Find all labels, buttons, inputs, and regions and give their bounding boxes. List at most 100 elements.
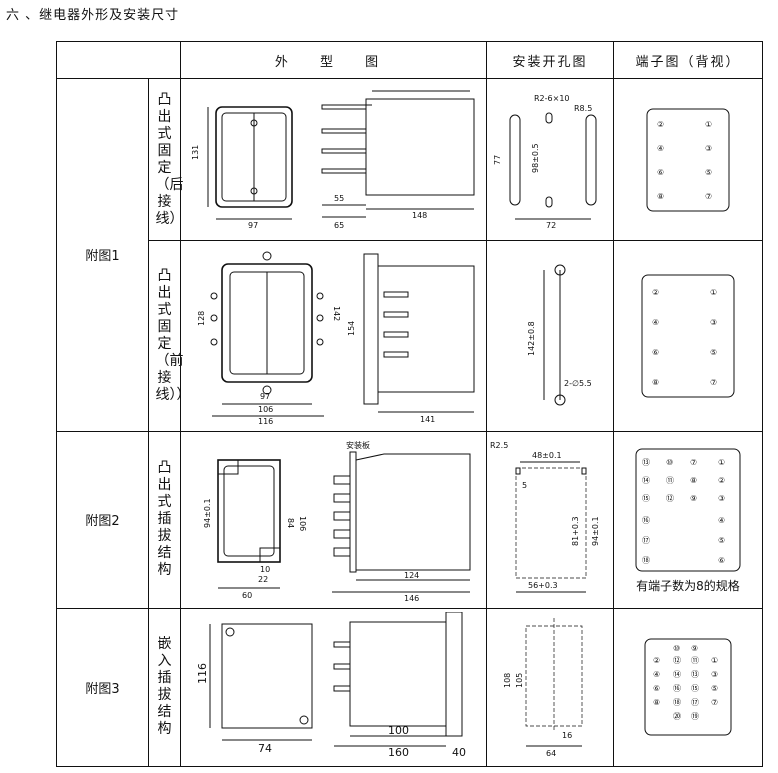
appearance-drawing: 128 142 97 106 116 154 141 (180, 240, 487, 432)
terminal-13: ⑬ (642, 458, 650, 467)
fig3-cut: 108 105 16 64 (503, 618, 583, 758)
dim-h3: 154 (347, 321, 356, 336)
terminal-1: ① (718, 458, 725, 467)
sub-label: 凸出式插拔结构 (157, 460, 172, 579)
dim-d2: 160 (388, 746, 409, 759)
fig1-rear-outline: 131 97 55 65 148 (191, 90, 474, 230)
terminal-16: ⑯ (673, 684, 681, 693)
dim-w: 74 (258, 742, 272, 755)
fig1-rear-cut: R2-6×10 R8.5 77 98±0.5 72 (493, 94, 597, 230)
dim-cut-v1: 81+0.3 (571, 516, 580, 546)
dim-cut-h1: 108 (503, 673, 512, 688)
terminal-4: ④ (657, 144, 664, 153)
row-fig2: 附图2 凸出式插拔结构 94±0.1 84 106 10 22 60 安装板 (56, 430, 763, 609)
terminal-6: ⑥ (652, 348, 659, 357)
terminal-10: ⑩ (673, 644, 680, 653)
terminal-1: ① (711, 656, 718, 665)
terminal-14: ⑭ (673, 670, 681, 679)
terminal-11: ⑪ (691, 656, 699, 665)
fig2-outline: 94±0.1 84 106 10 22 60 安装板 124 146 (203, 440, 470, 603)
terminal-18: ⑱ (642, 556, 650, 565)
terminal-5: ⑤ (710, 348, 717, 357)
terminal-2: ② (718, 476, 725, 485)
dim-w1: 10 (260, 565, 270, 574)
terminal-8: ⑧ (653, 698, 660, 707)
dim-d1: 100 (388, 724, 409, 737)
terminal-7: ⑦ (705, 192, 712, 201)
dim-cut-w1: 16 (562, 731, 572, 740)
dim-d3: 40 (452, 746, 466, 759)
dim-depth-1: 65 (334, 221, 344, 230)
header-row: 外 型 图 安装开孔图 端子图（背视） (56, 40, 763, 80)
terminal-4: ④ (718, 516, 725, 525)
dim-w1: 97 (260, 392, 270, 401)
dim-w3: 60 (242, 591, 252, 600)
sub-label: 凸出式固定（前接线）） (155, 267, 191, 403)
terminal-8: ⑧ (690, 476, 697, 485)
dim-depth: 141 (420, 415, 435, 424)
terminal-12: ⑫ (666, 494, 674, 503)
dim-cut-v2: 94±0.1 (591, 516, 600, 546)
header-appearance: 外 型 图 (180, 40, 487, 80)
dim-h1: 94±0.1 (203, 498, 212, 528)
panel-cut-drawing: R2-6×10 R8.5 77 98±0.5 72 (486, 78, 614, 242)
fig1-front-cut: 142±0.8 2-∅5.5 (527, 264, 592, 406)
appearance-drawing: 94±0.1 84 106 10 22 60 安装板 124 146 (180, 430, 487, 609)
dim-depth-2: 55 (334, 194, 344, 203)
terminal-9: ⑨ (691, 644, 698, 653)
appearance-drawing: 131 97 55 65 148 (180, 78, 487, 242)
dim-h3: 106 (298, 516, 307, 531)
terminal-1: ① (710, 288, 717, 297)
terminal-note: 有端子数为8的规格 (636, 579, 740, 594)
panel-cut-drawing: 108 105 16 64 (486, 607, 614, 768)
terminal-16: ⑯ (642, 516, 650, 525)
sub-label: 嵌入插拔结构 (157, 636, 172, 738)
terminal-12: ⑫ (673, 656, 681, 665)
terminal-6: ⑥ (657, 168, 664, 177)
dim-cut-w2: 64 (546, 749, 556, 758)
dim-cut-top: 48±0.1 (532, 451, 562, 460)
panel-cut-drawing: R2.5 48±0.1 5 81+0.3 94±0.1 56+0.3 (486, 430, 614, 609)
terminal-6: ⑥ (718, 556, 725, 565)
sub-label: 凸出式固定（后接线） (155, 91, 184, 227)
terminal-2: ② (653, 656, 660, 665)
dim-cut-w: 72 (546, 221, 556, 230)
terminal-2: ② (657, 120, 664, 129)
dim-w3: 116 (258, 417, 273, 426)
page-title: 六 、继电器外形及安装尺寸 (6, 8, 180, 23)
terminal-drawing: ⑩ ⑨ ② ⑫ ⑪ ① ④ ⑭ ⑬ ③ ⑥ ⑯ ⑮ ⑤ ⑧ ⑱ ⑰ (613, 607, 763, 768)
dim-h: 116 (196, 663, 209, 684)
terminal-3: ③ (705, 144, 712, 153)
fig2-cut: R2.5 48±0.1 5 81+0.3 94±0.1 56+0.3 (490, 441, 600, 593)
terminal-13: ⑬ (691, 670, 699, 679)
terminal-10: ⑩ (666, 458, 673, 467)
terminal-20: ⑳ (673, 712, 681, 721)
row-fig1-rear: 附图1 凸出式固定（后接线） 131 97 55 (56, 78, 763, 432)
terminal-drawing: ⑬ ⑩ ⑦ ① ⑭ ⑪ ⑧ ② ⑮ ⑫ ⑨ ③ ⑯ ④ ⑰ ⑤ ⑱ (613, 430, 763, 609)
terminal-2: ② (652, 288, 659, 297)
terminal-17: ⑰ (691, 698, 699, 707)
terminal-7: ⑦ (690, 458, 697, 467)
dim-cut-r: R2.5 (490, 441, 508, 450)
panel-cut-drawing: 142±0.8 2-∅5.5 (486, 240, 614, 432)
dim-w2: 22 (258, 575, 268, 584)
dim-d1: 124 (404, 571, 419, 580)
terminal-19: ⑲ (691, 712, 699, 721)
dim-cut-w: 56+0.3 (528, 581, 558, 590)
terminal-18: ⑱ (673, 698, 681, 707)
dim-slot: R2-6×10 (534, 94, 570, 103)
terminal-6: ⑥ (653, 684, 660, 693)
terminal-4: ④ (652, 318, 659, 327)
dim-radius: R8.5 (574, 104, 592, 113)
dim-d2: 146 (404, 594, 419, 603)
terminal-15: ⑮ (691, 684, 699, 693)
terminal-3: ③ (718, 494, 725, 503)
dim-h2: 84 (286, 518, 295, 528)
terminal-9: ⑨ (690, 494, 697, 503)
dim-depth-3: 148 (412, 211, 427, 220)
terminal-7: ⑦ (711, 698, 718, 707)
dim-w2: 106 (258, 405, 273, 414)
group-label-fig3: 附图3 (56, 607, 149, 768)
header-panel-cut: 安装开孔图 (486, 40, 614, 80)
dim-cut-h2: 105 (515, 673, 524, 688)
